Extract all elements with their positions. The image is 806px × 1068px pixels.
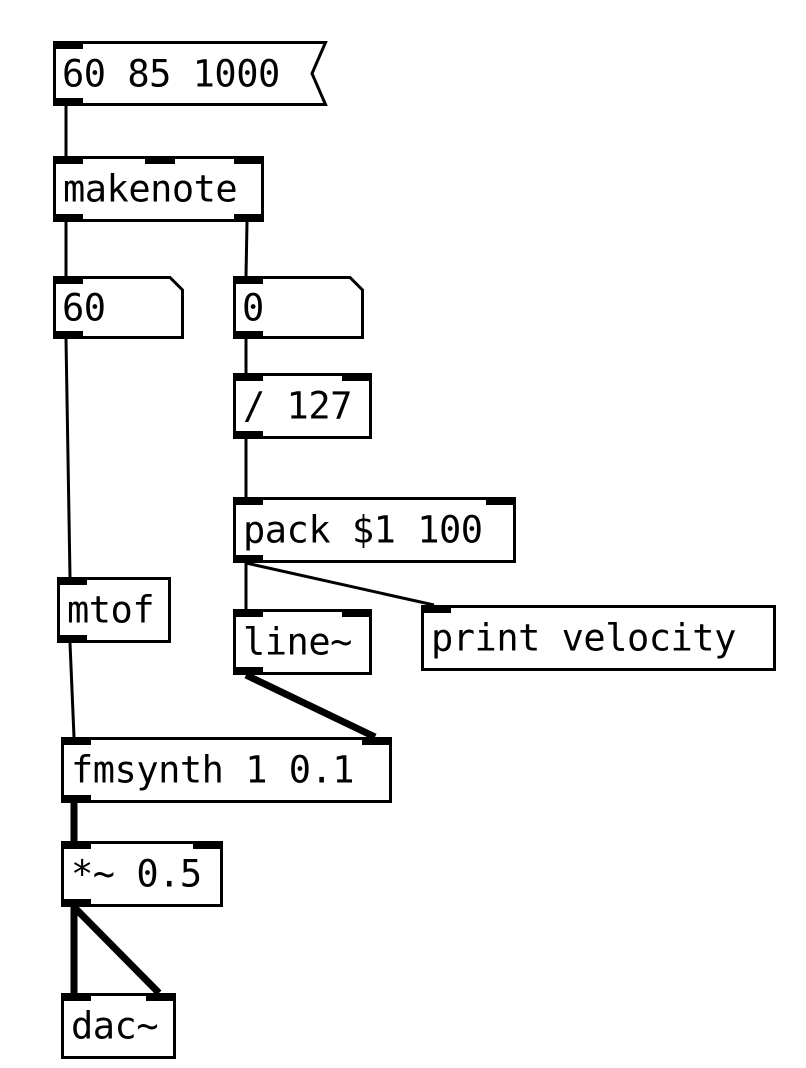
number-box-pitch[interactable]: 60 [53, 276, 184, 339]
outlet-0[interactable] [233, 555, 263, 563]
inlet-1[interactable] [145, 156, 175, 164]
inlet-0[interactable] [233, 609, 263, 617]
object-text: mtof [67, 588, 155, 632]
object-text: / 127 [243, 384, 352, 428]
inlet-0[interactable] [53, 156, 83, 164]
inlet-0[interactable] [233, 497, 263, 505]
inlet-0[interactable] [61, 993, 91, 1001]
patch-cord-signal[interactable] [71, 904, 162, 996]
object-text: pack $1 100 [243, 508, 483, 552]
object-text: line~ [243, 620, 352, 664]
number-box-outline [53, 276, 184, 339]
message-box[interactable]: 60 85 1000 [53, 41, 328, 106]
message-box-outline [53, 41, 328, 106]
object-fmsynth[interactable]: fmsynth 1 0.1 [61, 737, 392, 803]
inlet-0[interactable] [61, 841, 91, 849]
object-pack[interactable]: pack $1 100 [233, 497, 516, 563]
patch-cord-control[interactable] [244, 221, 249, 277]
object-text: fmsynth 1 0.1 [71, 748, 355, 792]
patch-cord-control[interactable] [245, 561, 435, 607]
object-text: dac~ [71, 1004, 159, 1048]
object-makenote[interactable]: makenote [53, 156, 264, 222]
message-text: 60 85 1000 [62, 52, 280, 95]
inlet-1[interactable] [146, 993, 176, 1001]
number-value: 60 [62, 286, 106, 329]
patch-cord-signal[interactable] [244, 671, 377, 741]
object-dac-tilde[interactable]: dac~ [61, 993, 176, 1059]
inlet[interactable] [53, 41, 83, 49]
outlet[interactable] [233, 331, 263, 339]
number-box-velocity[interactable]: 0 [233, 276, 364, 339]
object-text: print velocity [431, 616, 736, 660]
inlet-1[interactable] [486, 497, 516, 505]
inlet-0[interactable] [61, 737, 91, 745]
inlet[interactable] [233, 276, 263, 284]
inlet-2[interactable] [234, 156, 264, 164]
inlet[interactable] [53, 276, 83, 284]
inlet-1[interactable] [362, 737, 392, 745]
inlet-1[interactable] [342, 373, 372, 381]
inlet-1[interactable] [342, 609, 372, 617]
patch-cord-control[interactable] [64, 338, 72, 578]
number-box-outline [233, 276, 364, 339]
outlet-0[interactable] [233, 667, 263, 675]
inlet-1[interactable] [193, 841, 223, 849]
object-divide[interactable]: / 127 [233, 373, 372, 439]
inlet-0[interactable] [421, 605, 451, 613]
outlet-0[interactable] [61, 899, 91, 907]
object-line-tilde[interactable]: line~ [233, 609, 372, 675]
object-multiply-tilde[interactable]: *~ 0.5 [61, 841, 223, 907]
outlet-0[interactable] [61, 795, 91, 803]
object-print[interactable]: print velocity [421, 605, 776, 671]
outlet[interactable] [53, 98, 83, 106]
outlet-1[interactable] [234, 214, 264, 222]
outlet-0[interactable] [53, 214, 83, 222]
inlet-0[interactable] [57, 577, 87, 585]
outlet-0[interactable] [57, 635, 87, 643]
object-text: *~ 0.5 [71, 852, 202, 896]
inlet-0[interactable] [233, 373, 263, 381]
outlet[interactable] [53, 331, 83, 339]
outlet-0[interactable] [233, 431, 263, 439]
object-mtof[interactable]: mtof [57, 577, 171, 643]
object-text: makenote [63, 167, 238, 211]
number-value: 0 [242, 286, 264, 329]
patch-cord-control[interactable] [68, 642, 76, 738]
